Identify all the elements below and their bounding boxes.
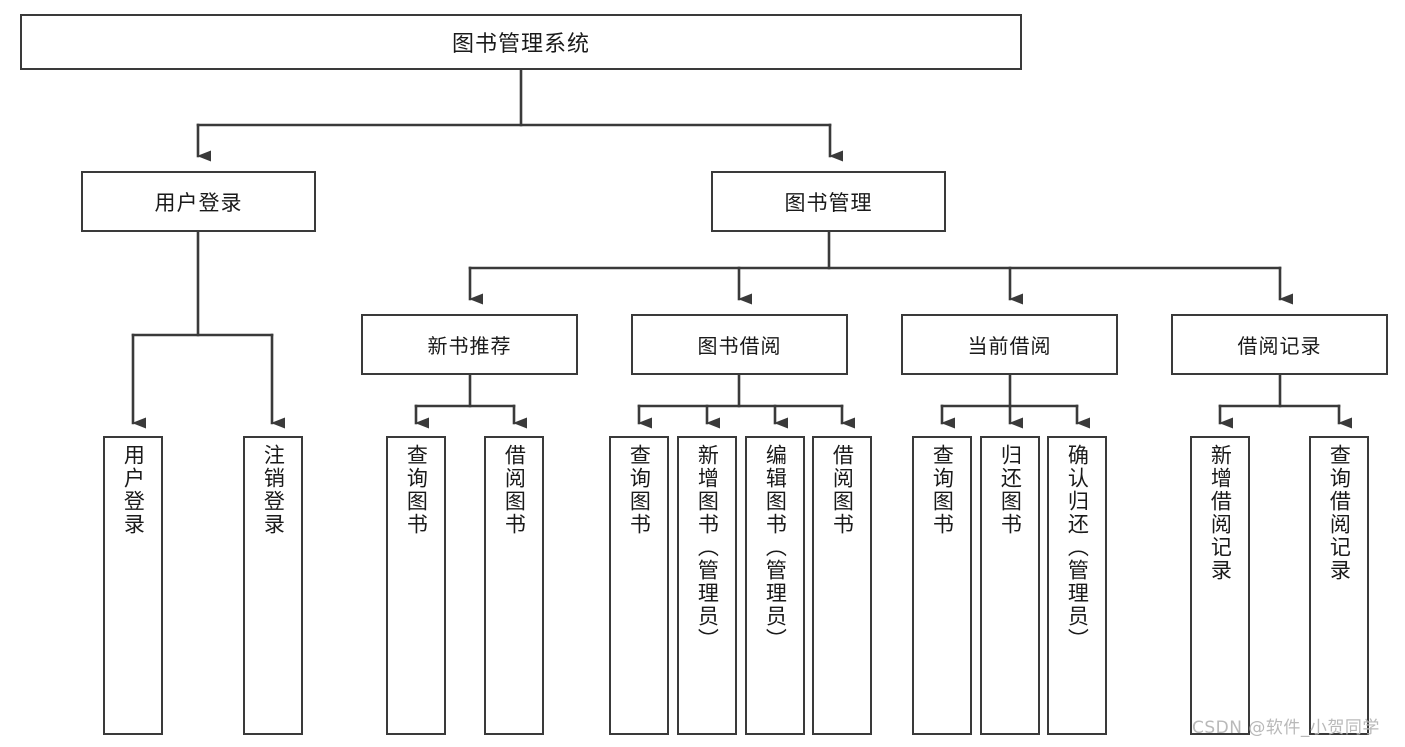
leaf-borrow-book[interactable]: 借阅图书 — [812, 436, 872, 735]
leaf-edit-book-admin[interactable]: 编辑图书（管理员） — [745, 436, 805, 735]
leaf-user-login[interactable]: 用户登录 — [103, 436, 163, 735]
node-label: 用户登录 — [154, 190, 243, 215]
node-book-borrow[interactable]: 图书借阅 — [631, 314, 848, 375]
leaf-query-borrow-record[interactable]: 查询借阅记录 — [1309, 436, 1369, 735]
node-label: 确认归还（管理员） — [1065, 444, 1090, 651]
node-label: 查询图书 — [627, 444, 652, 536]
node-label: 图书管理系统 — [451, 32, 590, 57]
leaf-return-book[interactable]: 归还图书 — [980, 436, 1040, 735]
leaf-borrow-book-recommend[interactable]: 借阅图书 — [484, 436, 544, 735]
node-user-login[interactable]: 用户登录 — [81, 171, 316, 232]
leaf-logout[interactable]: 注销登录 — [243, 436, 303, 735]
node-label: 图书管理 — [784, 190, 873, 215]
node-label: 新增借阅记录 — [1208, 444, 1233, 582]
node-label: 新增图书（管理员） — [695, 444, 720, 651]
leaf-query-book-recommend[interactable]: 查询图书 — [386, 436, 446, 735]
node-label: 查询图书 — [404, 444, 429, 536]
leaf-confirm-return-admin[interactable]: 确认归还（管理员） — [1047, 436, 1107, 735]
node-current-borrow[interactable]: 当前借阅 — [901, 314, 1118, 375]
node-label: 查询借阅记录 — [1327, 444, 1352, 582]
node-book-management[interactable]: 图书管理 — [711, 171, 946, 232]
node-new-book-recommend[interactable]: 新书推荐 — [361, 314, 578, 375]
node-label: 借阅记录 — [1237, 334, 1322, 358]
node-label: 编辑图书（管理员） — [763, 444, 788, 651]
node-root-system[interactable]: 图书管理系统 — [20, 14, 1022, 70]
node-label: 注销登录 — [261, 444, 286, 536]
node-label: 新书推荐 — [427, 334, 512, 358]
node-label: 查询图书 — [930, 444, 955, 536]
node-label: 图书借阅 — [697, 334, 782, 358]
leaf-add-borrow-record[interactable]: 新增借阅记录 — [1190, 436, 1250, 735]
node-label: 当前借阅 — [967, 334, 1052, 358]
node-label: 归还图书 — [998, 444, 1023, 536]
leaf-query-book-borrow[interactable]: 查询图书 — [609, 436, 669, 735]
node-borrow-record[interactable]: 借阅记录 — [1171, 314, 1388, 375]
leaf-query-book-current[interactable]: 查询图书 — [912, 436, 972, 735]
node-label: 借阅图书 — [502, 444, 527, 536]
node-label: 用户登录 — [121, 444, 146, 536]
leaf-add-book-admin[interactable]: 新增图书（管理员） — [677, 436, 737, 735]
node-label: 借阅图书 — [830, 444, 855, 536]
